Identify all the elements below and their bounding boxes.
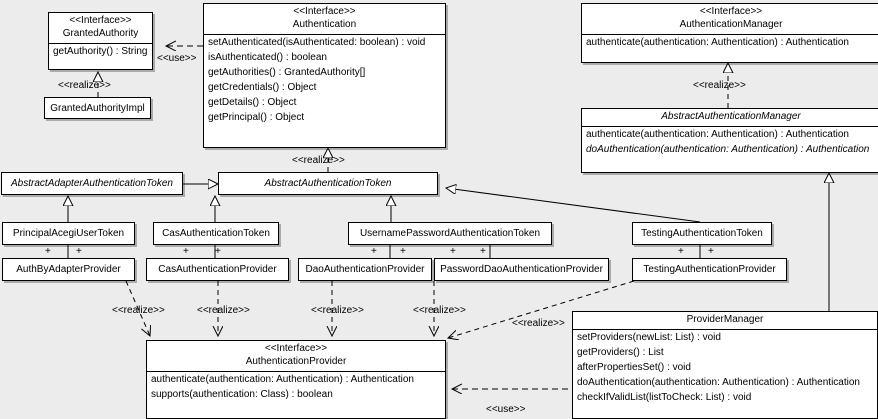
member-row: getProviders() : List xyxy=(577,347,664,358)
class-auth-by-adapter-provider[interactable]: AuthByAdapterProvider xyxy=(2,258,135,281)
class-name-label: UsernamePasswordAuthenticationToken xyxy=(359,228,541,239)
class-password-dao-authentication-provider[interactable]: PasswordDaoAuthenticationProvider xyxy=(434,258,609,281)
member-row: afterPropertiesSet() : void xyxy=(577,362,691,373)
class-dao-authentication-provider[interactable]: DaoAuthenticationProvider xyxy=(298,258,432,281)
member-row: getDetails() : Object xyxy=(208,97,297,108)
class-name-label: PasswordDaoAuthenticationProvider xyxy=(440,264,603,275)
class-provider-manager[interactable]: ProviderManager setProviders(newList: Li… xyxy=(572,311,878,419)
class-username-password-authentication-token[interactable]: UsernamePasswordAuthenticationToken xyxy=(348,222,552,245)
class-name-label: CasAuthenticationToken xyxy=(162,228,270,239)
member-row: setAuthenticated(isAuthenticated: boolea… xyxy=(208,37,426,48)
relation-label-use-providermanager-authenticationprovider: <<use>> xyxy=(486,404,526,415)
class-testing-authentication-provider[interactable]: TestingAuthenticationProvider xyxy=(632,258,787,281)
class-testing-authentication-token[interactable]: TestingAuthenticationToken xyxy=(632,222,772,245)
class-abstract-authentication-manager[interactable]: AbstractAuthenticationManager authentica… xyxy=(581,108,878,173)
member-row: isAuthenticated() : boolean xyxy=(208,52,327,63)
relation-label-realize-passworddaoauthenticationprovider: <<realize>> xyxy=(413,305,466,316)
class-cas-authentication-token[interactable]: CasAuthenticationToken xyxy=(153,222,279,245)
association-marker-plus: + xyxy=(450,246,456,257)
class-cas-authentication-provider[interactable]: CasAuthenticationProvider xyxy=(146,258,289,281)
relation-label-realize-grantedauthorityimpl: <<realize>> xyxy=(58,80,111,91)
member-row: getAuthorities() : GrantedAuthority[] xyxy=(208,67,366,78)
member-row: supports(authentication: Class) : boolea… xyxy=(151,389,333,400)
class-abstract-authentication-token[interactable]: AbstractAuthenticationToken xyxy=(218,172,438,195)
class-authentication-manager[interactable]: <<Interface>> AuthenticationManager auth… xyxy=(581,3,878,63)
members-compartment: getAuthority() : String xyxy=(49,43,152,59)
class-abstract-adapter-authentication-token[interactable]: AbstractAdapterAuthenticationToken xyxy=(1,172,183,195)
association-marker-plus: + xyxy=(678,246,684,257)
association-marker-plus: + xyxy=(708,246,714,257)
members-compartment: authenticate(authentication: Authenticat… xyxy=(582,126,878,157)
class-name-label: AuthenticationManager xyxy=(679,19,783,30)
member-row: getPrincipal() : Object xyxy=(208,112,305,123)
members-compartment: setProviders(newList: List) : void getPr… xyxy=(573,329,877,405)
class-name-label: AuthByAdapterProvider xyxy=(16,264,121,275)
association-marker-plus: + xyxy=(371,246,377,257)
class-header: <<Interface>> AuthenticationManager xyxy=(582,4,878,34)
stereotype-label: <<Interface>> xyxy=(264,343,328,354)
class-principal-acegi-user-token[interactable]: PrincipalAcegiUserToken xyxy=(2,222,135,245)
class-name-label: CasAuthenticationProvider xyxy=(158,264,277,275)
class-header: ProviderManager xyxy=(573,312,877,329)
relation-testingauthenticationtoken-generalizes-abstractauthenticationtoken xyxy=(446,188,701,223)
class-name-label: ProviderManager xyxy=(686,314,764,325)
class-name-label: TestingAuthenticationToken xyxy=(641,228,763,239)
member-row: setProviders(newList: List) : void xyxy=(577,332,721,343)
member-row: doAuthentication(authentication: Authent… xyxy=(586,144,870,155)
class-header: <<Interface>> GrantedAuthority xyxy=(49,13,152,43)
class-name-label: AbstractAuthenticationToken xyxy=(264,178,392,189)
association-marker-plus: + xyxy=(480,246,486,257)
class-name-label: GrantedAuthority xyxy=(62,28,139,39)
relation-label-realize-authbyadapterprovider: <<realize>> xyxy=(112,305,165,316)
class-name-label: GrantedAuthorityImpl xyxy=(50,102,145,114)
members-compartment: setAuthenticated(isAuthenticated: boolea… xyxy=(204,34,445,125)
stereotype-label: <<Interface>> xyxy=(293,6,356,17)
member-row: getAuthority() : String xyxy=(53,46,148,57)
association-marker-plus: + xyxy=(76,246,82,257)
association-marker-plus: + xyxy=(400,246,406,257)
member-row: authenticate(authentication: Authenticat… xyxy=(586,37,849,48)
class-name-label: PrincipalAcegiUserToken xyxy=(12,228,125,239)
class-header: <<Interface>> Authentication xyxy=(204,4,445,34)
relation-label-realize-casauthenticationprovider: <<realize>> xyxy=(197,305,250,316)
member-row: getCredentials() : Object xyxy=(208,82,317,93)
class-name-label: AbstractAuthenticationManager xyxy=(661,111,801,122)
class-authentication-provider[interactable]: <<Interface>> AuthenticationProvider aut… xyxy=(146,340,446,419)
class-header: AbstractAuthenticationManager xyxy=(582,109,878,126)
class-granted-authority-impl[interactable]: GrantedAuthorityImpl xyxy=(44,97,151,119)
members-compartment: authenticate(authentication: Authenticat… xyxy=(147,371,445,402)
association-marker-plus: + xyxy=(45,246,51,257)
member-row: authenticate(authentication: Authenticat… xyxy=(586,129,849,140)
class-name-label: DaoAuthenticationProvider xyxy=(305,264,425,275)
class-name-label: TestingAuthenticationProvider xyxy=(643,264,776,275)
relation-label-realize-abstractauthenticationtoken: <<realize>> xyxy=(292,155,345,166)
association-marker-plus: + xyxy=(215,246,221,257)
relation-label-realize-daoauthenticationprovider: <<realize>> xyxy=(311,305,364,316)
class-name-label: AuthenticationProvider xyxy=(245,356,347,367)
member-row: checkIfValidList(listToCheck: List) : vo… xyxy=(577,392,752,403)
relation-label-realize-testingauthenticationprovider: <<realize>> xyxy=(512,318,565,329)
stereotype-label: <<Interface>> xyxy=(699,6,763,17)
class-name-label: AbstractAdapterAuthenticationToken xyxy=(11,178,173,189)
class-authentication[interactable]: <<Interface>> Authentication setAuthenti… xyxy=(203,3,446,148)
members-compartment: authenticate(authentication: Authenticat… xyxy=(582,34,878,50)
member-row: authenticate(authentication: Authenticat… xyxy=(151,374,414,385)
class-name-label: Authentication xyxy=(292,19,357,30)
class-header: <<Interface>> AuthenticationProvider xyxy=(147,341,445,371)
relation-label-use-authentication-grantedauthority: <<use>> xyxy=(157,53,197,64)
association-marker-plus: + xyxy=(183,246,189,257)
member-row: doAuthentication(authentication: Authent… xyxy=(577,377,860,388)
stereotype-label: <<Interface>> xyxy=(69,15,132,26)
relation-label-realize-abstractauthenticationmanager: <<realize>> xyxy=(693,80,746,91)
class-granted-authority[interactable]: <<Interface>> GrantedAuthority getAuthor… xyxy=(48,12,153,70)
